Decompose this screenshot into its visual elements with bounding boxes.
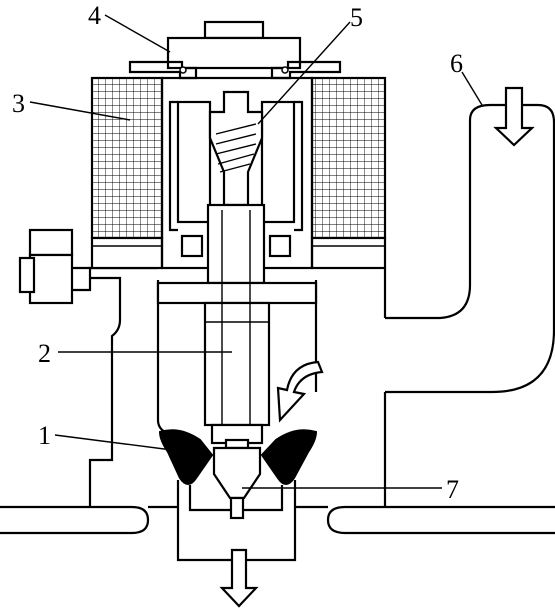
valve-seat-right <box>260 429 318 485</box>
valve-needle <box>212 438 262 520</box>
label-1: 1 <box>38 421 51 450</box>
internal-flow-arrow-icon <box>276 360 324 423</box>
label-6: 6 <box>450 49 463 78</box>
armature-spring <box>208 90 264 207</box>
inlet-pipe <box>385 103 555 394</box>
left-mounting-pipe <box>0 505 150 535</box>
plunger-stem <box>156 203 318 445</box>
outlet-flow-arrow-icon <box>219 548 259 608</box>
left-coil <box>90 76 164 270</box>
right-coil <box>310 76 387 270</box>
label-3: 3 <box>12 89 25 118</box>
top-cap <box>128 20 342 80</box>
label-7: 7 <box>446 475 459 504</box>
valve-seat-left <box>158 429 214 485</box>
inlet-flow-arrow-icon <box>493 86 535 147</box>
label-5: 5 <box>350 3 363 32</box>
leader-lines <box>29 14 483 489</box>
label-2: 2 <box>38 339 51 368</box>
side-connector <box>18 228 92 305</box>
label-4: 4 <box>88 1 101 30</box>
right-mounting-pipe <box>326 505 555 535</box>
